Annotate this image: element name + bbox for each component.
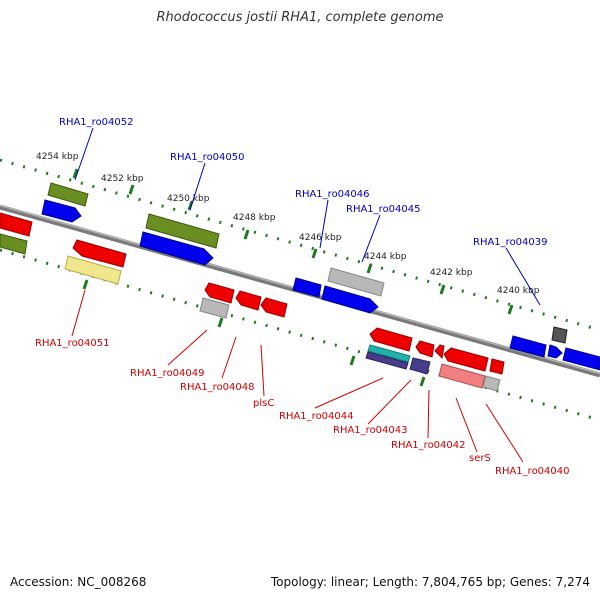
leader-line [319, 199, 329, 249]
gene-feature-cyan [367, 344, 411, 363]
gene-label: RHA1_ro04045 [346, 204, 421, 215]
leader-line [427, 389, 430, 439]
gene-arrow-red [369, 327, 413, 352]
gene-arrow-red [434, 344, 445, 360]
gene-arrow-blue [321, 285, 379, 314]
leader-line [167, 329, 208, 366]
leader-line [189, 162, 206, 211]
gene-feature-olive [145, 213, 220, 249]
gene-feature-purple [409, 357, 431, 375]
gene-label: RHA1_ro04052 [59, 117, 134, 128]
map-title: Rhodococcus jostii RHA1, complete genome [156, 10, 444, 25]
gene-label: serS [469, 453, 491, 464]
gene-arrow-blue [292, 277, 322, 298]
gene-feature-purple [365, 351, 409, 370]
gene-feature-grey [199, 297, 230, 319]
tick-label: 4252 kbp [101, 174, 144, 184]
leader-line [74, 127, 94, 181]
gene-arrow-red [489, 358, 505, 375]
major-ticks [72, 168, 514, 387]
gene-arrow-red [415, 340, 435, 358]
tick-labels: 4254 kbp 4252 kbp 4250 kbp 4248 kbp 4246… [36, 152, 540, 296]
leader-line [485, 403, 524, 463]
gene-feature-grey [482, 375, 501, 392]
tick-label: 4242 kbp [430, 268, 473, 278]
gene-label: plsC [253, 398, 274, 409]
top-gene-labels: RHA1_ro04052 RHA1_ro04050 RHA1_ro04046 R… [59, 117, 548, 306]
gene-arrow-blue [562, 347, 600, 371]
leader-line [221, 336, 237, 379]
tick-label: 4248 kbp [233, 213, 276, 223]
tick-label: 4254 kbp [36, 152, 79, 162]
accession-text: Accession: NC_008268 [10, 575, 147, 589]
gene-feature-darkgrey [551, 326, 568, 344]
gene-arrow-red [0, 212, 33, 237]
lower-strand-features [0, 212, 505, 392]
tick-label: 4240 kbp [497, 286, 540, 296]
gene-label: RHA1_ro04039 [473, 237, 548, 248]
leader-line [361, 214, 381, 263]
gene-label: RHA1_ro04042 [391, 440, 466, 451]
tick-label: 4244 kbp [364, 252, 407, 262]
gene-arrow-red [260, 297, 288, 318]
bottom-gene-labels: RHA1_ro04051 RHA1_ro04049 RHA1_ro04048 p… [35, 289, 570, 477]
gene-label: RHA1_ro04043 [333, 425, 408, 436]
tick-label: 4246 kbp [299, 233, 342, 243]
gene-feature-yellow [64, 255, 122, 285]
tick-label: 4250 kbp [167, 194, 210, 204]
gene-arrow-red [204, 282, 235, 304]
leader-line [314, 377, 384, 409]
gene-arrow-blue [547, 344, 563, 359]
gene-label: RHA1_ro04050 [170, 152, 245, 163]
gene-label: RHA1_ro04051 [35, 338, 110, 349]
leader-line [260, 344, 265, 397]
leader-line [505, 247, 541, 306]
gene-arrow-blue [509, 335, 547, 358]
genome-stats-text: Topology: linear; Length: 7,804,765 bp; … [270, 575, 590, 589]
gene-label: RHA1_ro04046 [295, 189, 370, 200]
gene-arrow-red [443, 347, 489, 372]
leader-line [367, 379, 412, 425]
gene-arrow-blue [41, 199, 82, 223]
gene-label: RHA1_ro04048 [180, 382, 255, 393]
gene-label: RHA1_ro04040 [495, 466, 570, 477]
gene-arrow-red [235, 290, 262, 311]
gene-arrow-blue [139, 231, 214, 266]
leader-line [71, 289, 86, 337]
leader-line [455, 397, 478, 453]
upper-strand-features [41, 182, 600, 371]
gene-arrow-red [72, 239, 127, 268]
gene-feature-olive [47, 182, 89, 207]
gene-feature-olive [0, 233, 28, 255]
gene-feature-grey [327, 267, 385, 297]
gene-label: RHA1_ro04044 [279, 411, 354, 422]
gene-label: RHA1_ro04049 [130, 368, 205, 379]
gene-feature-pink [438, 363, 486, 389]
